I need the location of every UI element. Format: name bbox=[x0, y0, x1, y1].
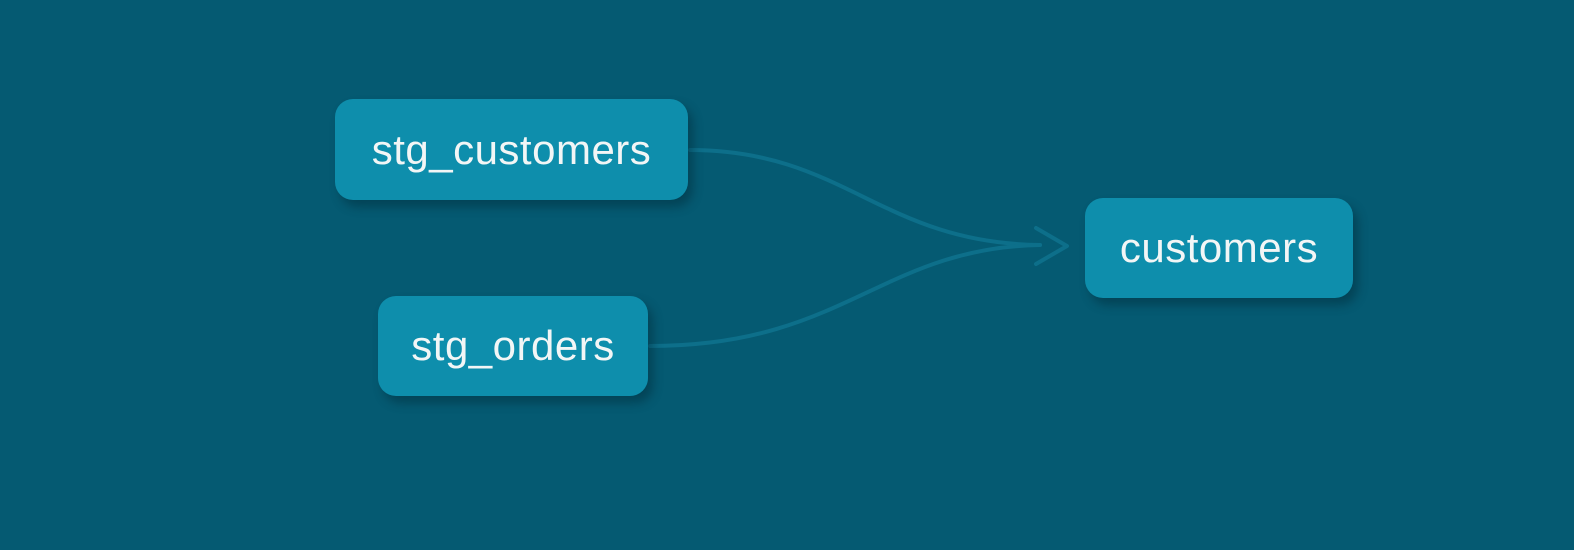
arrowhead-icon bbox=[1034, 226, 1069, 266]
node-customers[interactable]: customers bbox=[1085, 198, 1353, 298]
node-stg-customers[interactable]: stg_customers bbox=[335, 99, 688, 200]
node-stg-orders[interactable]: stg_orders bbox=[378, 296, 648, 396]
node-label-stg-customers: stg_customers bbox=[371, 125, 652, 173]
node-label-stg-orders: stg_orders bbox=[411, 322, 615, 369]
edge-stg-customers-to-customers bbox=[688, 148, 1042, 247]
edge-stg-orders-to-customers bbox=[648, 243, 1042, 348]
node-label-customers: customers bbox=[1119, 224, 1319, 271]
